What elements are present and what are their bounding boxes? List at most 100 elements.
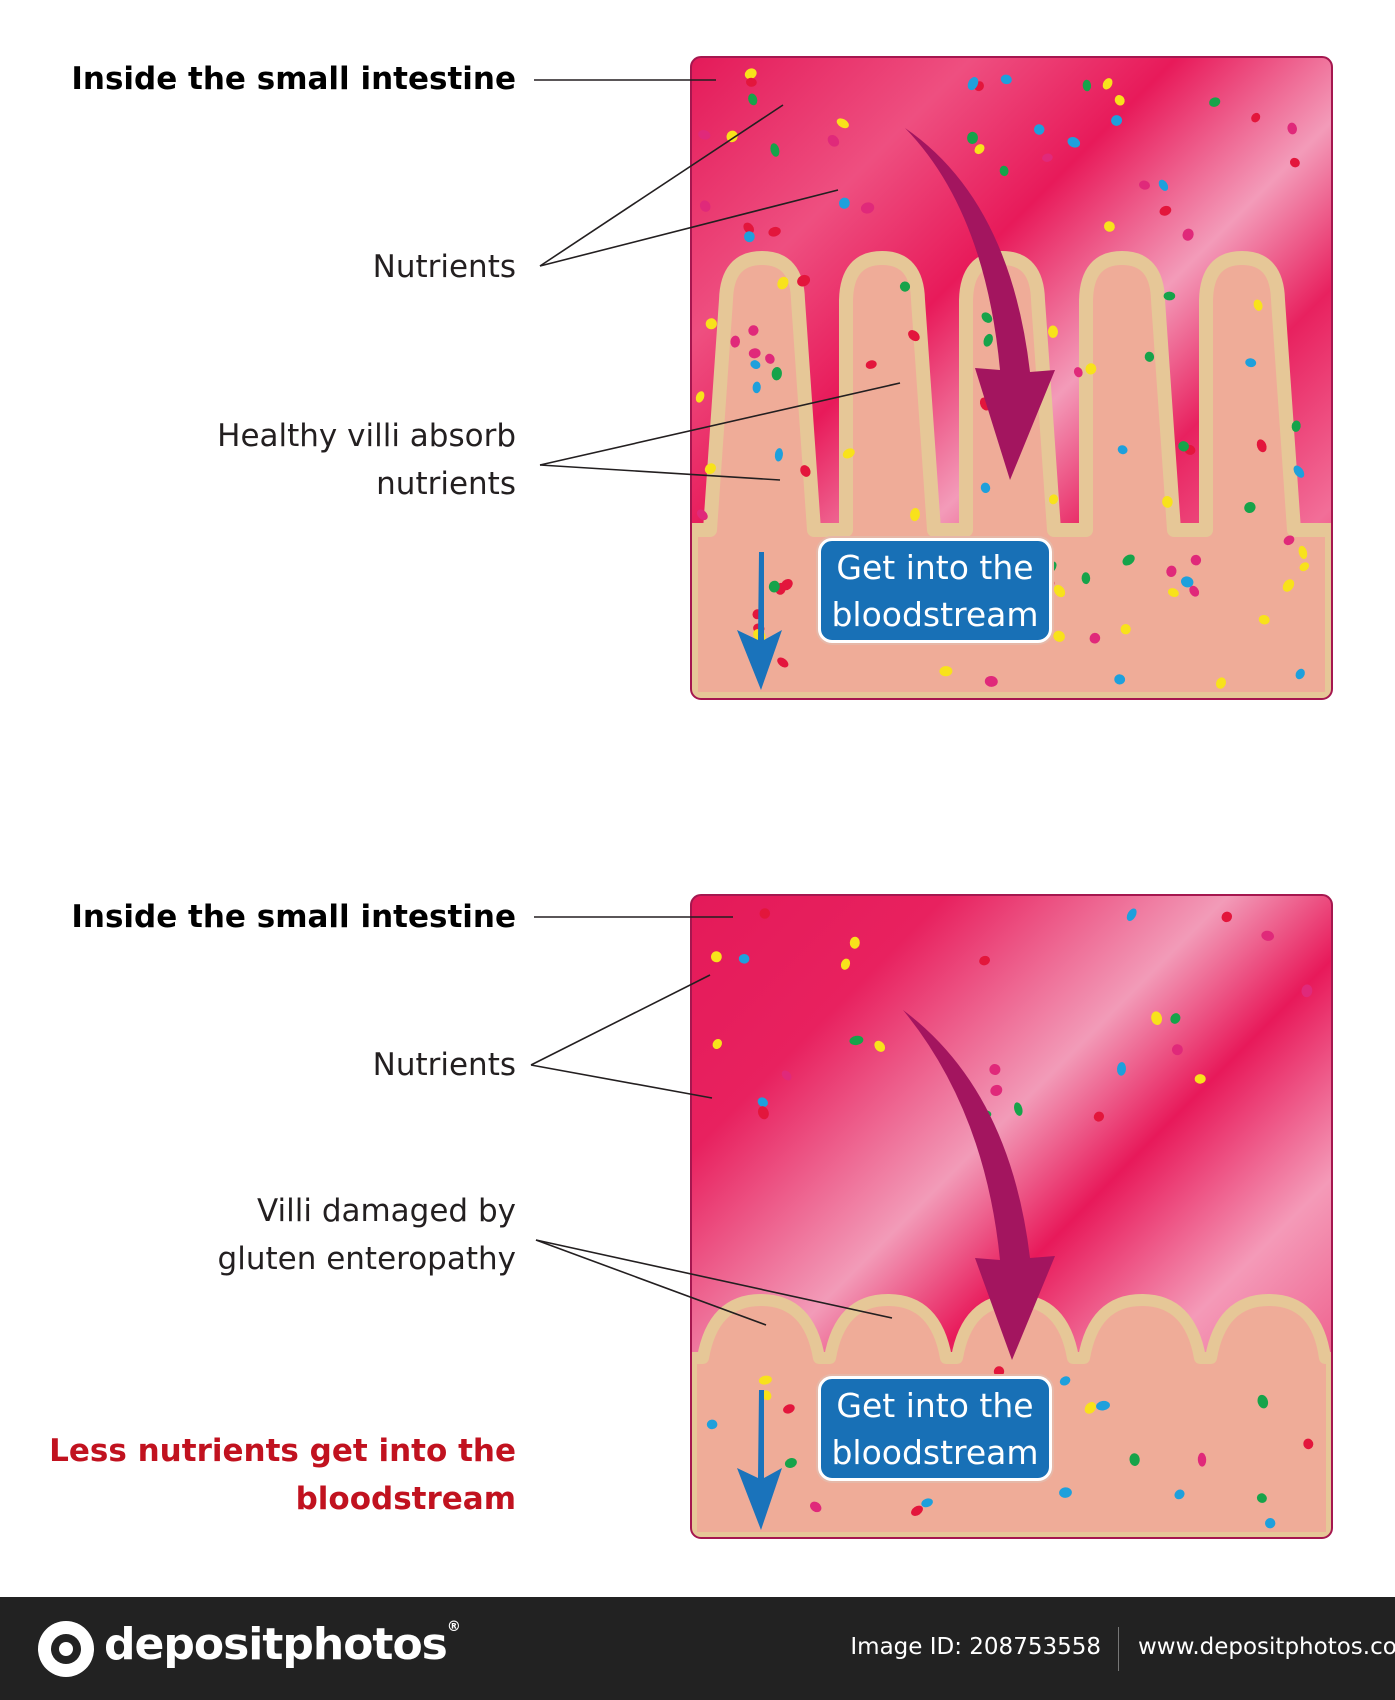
nutrient-particle-icon: [860, 202, 875, 214]
nutrient-particle-icon: [1298, 545, 1308, 559]
nutrient-particle-icon: [1048, 494, 1059, 505]
nutrient-particle-icon: [1301, 984, 1313, 998]
nutrient-particle-icon: [1209, 97, 1221, 107]
nutrient-particle-icon: [1287, 122, 1297, 135]
nutrient-particle-icon: [738, 953, 750, 964]
nutrient-particle-icon: [1190, 554, 1202, 566]
purple-curved-arrow-icon: [905, 128, 1055, 480]
image-id: Image ID: 208753558: [850, 1634, 1101, 1660]
nutrient-particle-icon: [783, 1404, 795, 1414]
nutrient-particle-icon: [999, 165, 1009, 177]
nutrient-particle-icon: [1162, 496, 1173, 508]
nutrient-particle-icon: [750, 360, 761, 370]
nutrient-particle-icon: [1167, 588, 1179, 598]
nutrient-particle-icon: [777, 276, 789, 290]
nutrient-particle-icon: [1059, 1487, 1072, 1498]
nutrient-particle-icon: [1244, 501, 1256, 514]
nutrient-particle-icon: [1258, 614, 1270, 625]
footer-bar: depositphotos® Image ID: 208753558 www.d…: [0, 1597, 1395, 1700]
nutrient-particle-icon: [1291, 420, 1301, 432]
nutrient-particle-icon: [990, 1084, 1003, 1096]
nutrient-particle-icon: [827, 134, 840, 147]
depositphotos-logo-icon: [38, 1621, 94, 1677]
blue-down-arrow-icon: [737, 552, 782, 690]
nutrient-particle-icon: [781, 1070, 792, 1081]
nutrient-particle-icon: [1303, 1438, 1314, 1450]
conclusion-label-line1: Less nutrients get into the: [49, 1433, 516, 1469]
brand-name[interactable]: depositphotos®: [104, 1619, 461, 1670]
nutrient-particle-icon: [983, 333, 993, 347]
nutrient-particle-icon: [1282, 579, 1295, 592]
nutrient-particle-icon: [771, 367, 782, 381]
nutrient-particle-icon: [1089, 632, 1101, 644]
nutrient-particle-icon: [757, 1097, 768, 1108]
nutrient-particle-icon: [1170, 1013, 1181, 1024]
nutrient-particle-icon: [774, 448, 783, 462]
nutrient-particle-icon: [1102, 78, 1113, 90]
nutrient-particle-icon: [1283, 535, 1295, 546]
nutrient-particle-icon: [1116, 1062, 1127, 1076]
nutrient-particle-icon: [1256, 439, 1267, 453]
nutrient-particle-icon: [1144, 351, 1155, 362]
nutrient-particle-icon: [1081, 572, 1091, 585]
nutrient-particles-damaged: [706, 908, 1314, 1529]
nutrient-particle-icon: [698, 129, 711, 140]
nutrient-particle-icon: [836, 118, 849, 129]
nutrient-particle-icon: [1122, 554, 1135, 566]
nutrient-particle-icon: [967, 77, 979, 91]
nutrient-particle-icon: [762, 1390, 772, 1401]
nutrient-particle-icon: [781, 578, 793, 591]
nutrient-particle-icon: [1293, 465, 1305, 478]
nutrient-particle-icon: [810, 1501, 822, 1513]
nutrient-particle-icon: [765, 353, 775, 364]
site-link[interactable]: www.depositphotos.com: [1138, 1634, 1395, 1660]
nutrient-particle-icon: [759, 908, 771, 919]
nutrient-particle-icon: [1067, 137, 1081, 148]
bloodstream-box-line1: Get into the: [836, 1386, 1034, 1425]
nutrient-particle-icon: [874, 1040, 886, 1052]
nutrient-particle-icon: [1042, 153, 1053, 162]
nutrient-particle-icon: [1073, 367, 1083, 378]
nutrient-particle-icon: [768, 226, 781, 237]
nutrient-particle-icon: [1251, 112, 1261, 123]
nutrient-particle-icon: [1047, 325, 1059, 338]
nutrient-particle-icon: [1111, 115, 1123, 126]
nutrient-particle-icon: [842, 448, 855, 459]
nutrient-particle-icon: [730, 335, 741, 348]
nutrient-particle-icon: [1253, 299, 1263, 311]
nutrient-particle-icon: [981, 312, 993, 323]
nutrient-particle-icon: [840, 958, 851, 970]
nutrient-particle-icon: [1221, 911, 1233, 923]
damaged-villi-label-line1: Villi damaged by: [256, 1193, 516, 1229]
nutrient-particle-icon: [967, 131, 978, 144]
nutrient-particle-icon: [1159, 205, 1172, 216]
nutrient-particle-icon: [752, 381, 761, 394]
nutrient-particle-icon: [849, 936, 860, 949]
nutrient-particle-icon: [1216, 677, 1226, 689]
nutrient-particle-icon: [1197, 1452, 1207, 1467]
nutrient-particle-icon: [1120, 624, 1131, 635]
nutrient-particle-icon: [984, 675, 998, 687]
nutrient-particle-icon: [1163, 291, 1176, 301]
nutrient-particle-icon: [908, 330, 920, 342]
nutrient-particle-icon: [1059, 1376, 1071, 1386]
nutrient-particle-icon: [784, 1458, 797, 1468]
nutrient-particle-icon: [1096, 1400, 1110, 1411]
nutrient-particle-icon: [744, 231, 755, 243]
nutrient-particle-icon: [1114, 674, 1126, 685]
nutrient-particle-icon: [910, 508, 920, 522]
nutrient-particle-icon: [705, 318, 717, 330]
nutrient-particle-icon: [726, 130, 738, 143]
nutrient-particle-icon: [1194, 1074, 1206, 1084]
nutrient-particle-icon: [748, 325, 759, 336]
nutrient-particle-icon: [993, 1366, 1005, 1377]
nutrient-particle-icon: [1117, 445, 1128, 455]
nutrient-particle-icon: [1172, 1044, 1183, 1056]
nutrient-particle-icon: [1033, 124, 1045, 135]
nutrient-particle-icon: [706, 1419, 718, 1430]
nutrient-particle-icon: [1103, 221, 1115, 232]
nutrient-particle-icon: [1139, 180, 1150, 190]
nutrient-particle-icon: [849, 1035, 864, 1046]
nutrients-label: Nutrients: [372, 249, 516, 285]
nutrient-particle-icon: [939, 666, 953, 677]
